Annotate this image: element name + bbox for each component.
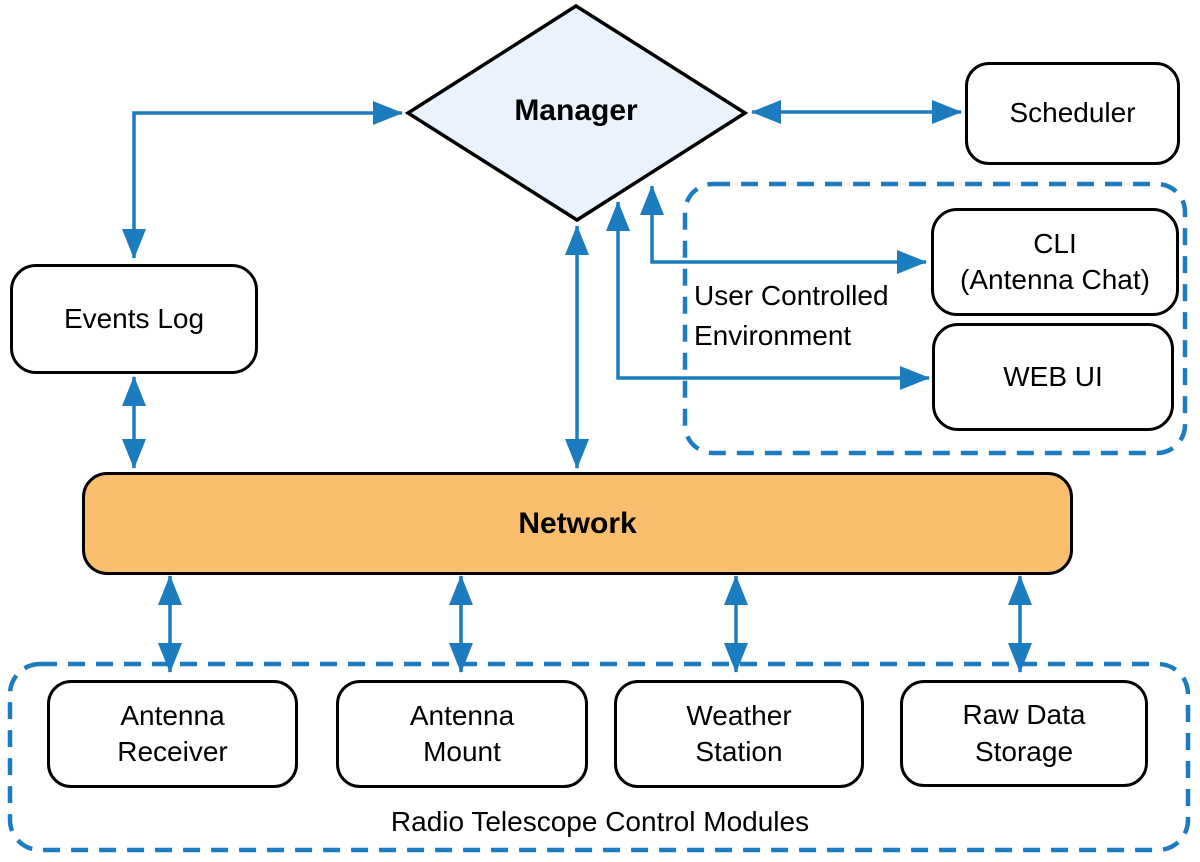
node-antenna-mount-label: Antenna Mount xyxy=(409,699,515,767)
node-weather-station-label: Weather Station xyxy=(686,699,792,767)
node-antenna-mount: Antenna Mount xyxy=(336,680,588,788)
node-antenna-receiver-label: Antenna Receiver xyxy=(117,699,228,767)
node-weather-station: Weather Station xyxy=(614,680,864,788)
group-user-controlled-environment xyxy=(682,181,1188,456)
node-antenna-receiver: Antenna Receiver xyxy=(47,680,298,788)
node-network-label: Network xyxy=(518,507,637,540)
node-events-log: Events Log xyxy=(10,264,258,374)
node-network: Network xyxy=(82,472,1073,575)
node-events-log-label: Events Log xyxy=(63,302,205,334)
arrow-eventslog-manager xyxy=(122,101,403,259)
node-scheduler-label: Scheduler xyxy=(1009,97,1136,129)
node-scheduler: Scheduler xyxy=(965,62,1180,165)
node-cli-label-line2: (Antenna Chat) xyxy=(960,264,1150,295)
node-manager-diamond xyxy=(404,3,749,223)
node-manager-label: Manager xyxy=(514,94,638,127)
node-web-ui-label: WEB UI xyxy=(1003,360,1103,392)
arrow-manager-cli xyxy=(640,185,927,274)
arrow-manager-webui xyxy=(606,201,930,390)
node-web-ui: WEB UI xyxy=(932,323,1174,431)
group-user-env-label: User Controlled Environment xyxy=(694,280,889,351)
node-cli-label: CLI (Antenna Chat) xyxy=(960,226,1150,299)
node-cli-label-line1: CLI xyxy=(1033,227,1077,259)
node-raw-data-storage: Raw Data Storage xyxy=(900,680,1148,787)
node-cli: CLI (Antenna Chat) xyxy=(931,208,1179,316)
group-telescope-modules-label: Radio Telescope Control Modules xyxy=(390,806,810,837)
node-raw-data-storage-label: Raw Data Storage xyxy=(962,699,1086,767)
